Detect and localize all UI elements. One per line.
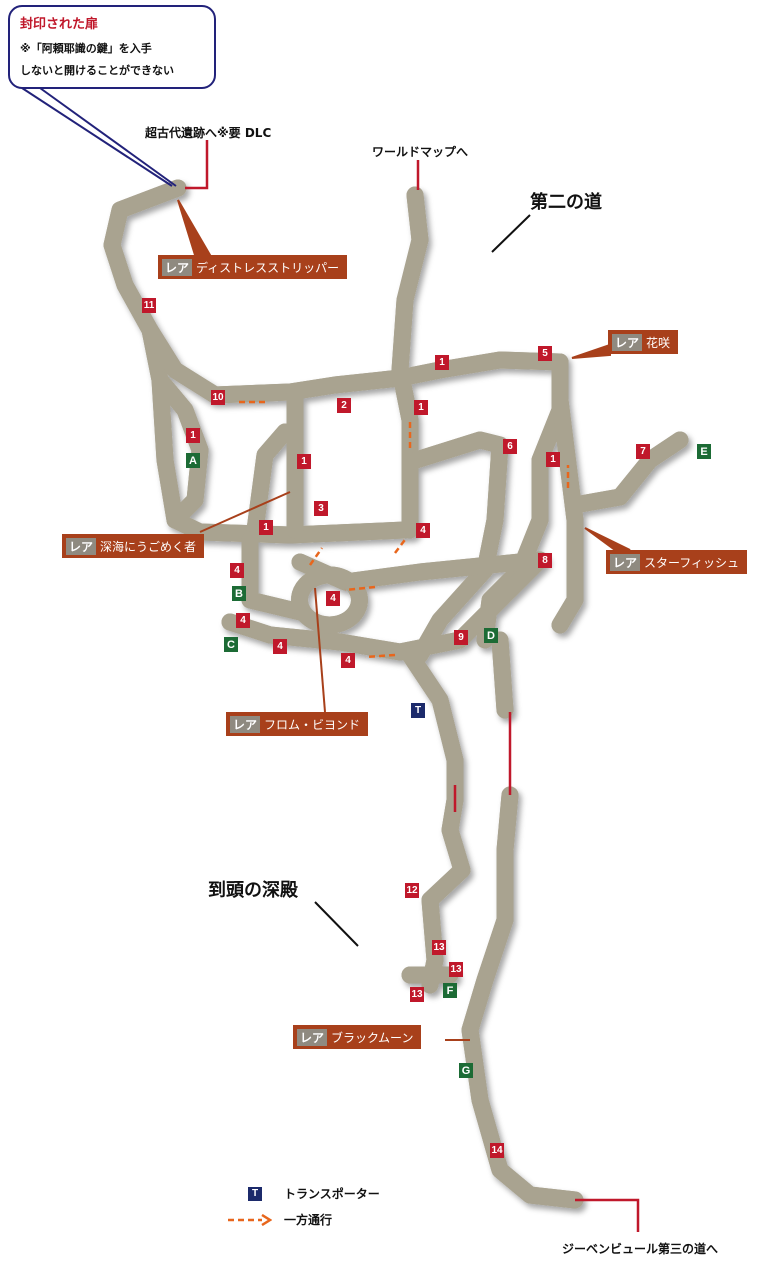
marker: 14: [490, 1143, 504, 1158]
marker: 12: [405, 883, 419, 898]
exit-lines: [185, 140, 640, 1232]
marker: 4: [341, 653, 355, 668]
marker: 13: [432, 940, 446, 955]
rare-label: レアブラックムーン: [293, 1025, 422, 1049]
exit-dlc-label: 超古代遺跡へ※要 DLC: [145, 126, 272, 140]
marker-green: C: [224, 637, 238, 652]
callout-line: ※「阿頼耶識の鍵」を入手: [20, 42, 152, 55]
marker: 11: [142, 298, 156, 313]
marker: 9: [454, 630, 468, 645]
legend-transporter: T トランスポーター: [248, 1185, 380, 1202]
oneway-arrows: [238, 400, 570, 659]
callout-line: しないと開けることができない: [20, 64, 174, 77]
oneway-arrow-icon: [228, 1213, 272, 1226]
marker: 4: [273, 639, 287, 654]
callout-title: 封印された扉: [20, 17, 99, 32]
area-second-path: 第二の道: [530, 192, 602, 213]
area-depth-hall: 到頭の深殿: [208, 880, 298, 901]
exit-world-label: ワールドマップへ: [372, 145, 469, 159]
marker-green: D: [484, 628, 498, 643]
marker: 13: [449, 962, 463, 977]
rare-label: レアスターフィッシュ: [606, 550, 748, 574]
marker-green: E: [697, 444, 711, 459]
rare-label: レアフロム・ビヨンド: [226, 712, 369, 736]
marker: 7: [636, 444, 650, 459]
marker: 6: [503, 439, 517, 454]
marker: 1: [297, 454, 311, 469]
marker: 1: [186, 428, 200, 443]
marker: 1: [435, 355, 449, 370]
legend-oneway: 一方通行: [226, 1211, 332, 1228]
marker: 10: [211, 390, 225, 405]
marker: 13: [410, 987, 424, 1002]
marker: 1: [259, 520, 273, 535]
sealed-door-callout: 封印された扉 ※「阿頼耶識の鍵」を入手 しないと開けることができない: [8, 5, 216, 89]
transporter-marker[interactable]: T: [411, 703, 425, 718]
marker: 4: [230, 563, 244, 578]
transporter-icon: T: [248, 1186, 262, 1201]
area-leaders: [314, 214, 531, 947]
marker: 8: [538, 553, 552, 568]
rare-label: レア花咲: [608, 330, 679, 354]
marker: 4: [326, 591, 340, 606]
marker: 4: [416, 523, 430, 538]
callout-pointer: [21, 87, 177, 187]
marker: 1: [546, 452, 560, 467]
rare-pointers: [177, 199, 631, 1041]
marker-green: F: [443, 983, 457, 998]
exit-third-label: ジーベンビュール第三の道へ: [562, 1242, 719, 1256]
marker: 5: [538, 346, 552, 361]
marker: 1: [414, 400, 428, 415]
rare-label: レア深海にうごめく者: [62, 534, 205, 558]
marker: 2: [337, 398, 351, 413]
rare-label: レアディストレスストリッパー: [158, 255, 348, 279]
marker-green: G: [459, 1063, 473, 1078]
marker: 3: [314, 501, 328, 516]
marker-green: B: [232, 586, 246, 601]
marker-green: A: [186, 453, 200, 468]
marker: 4: [236, 613, 250, 628]
